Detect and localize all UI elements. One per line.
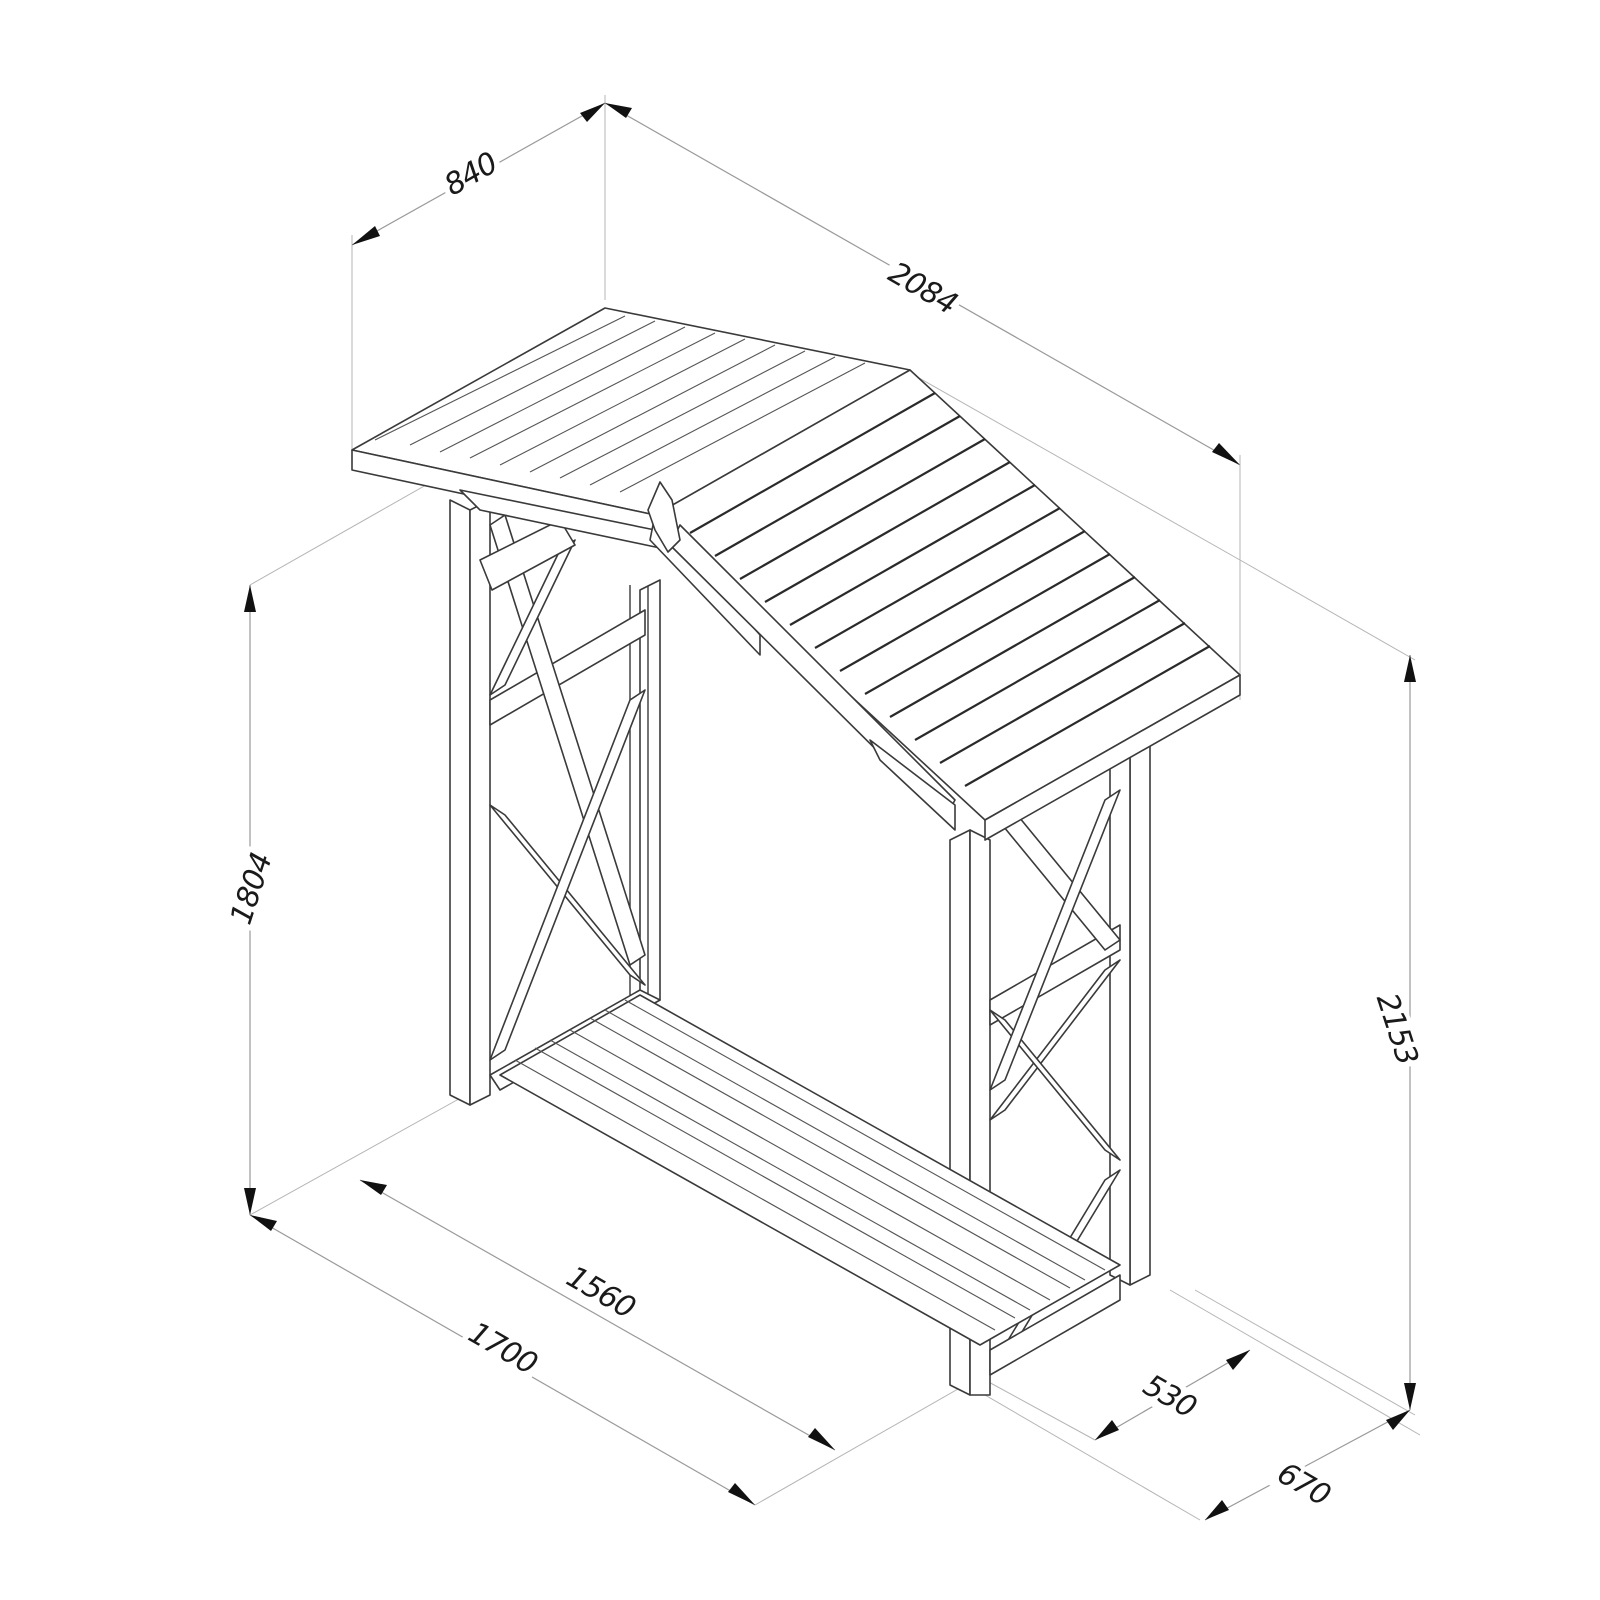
right-roof-panel xyxy=(654,369,1241,841)
dimension-lines xyxy=(244,95,1421,1521)
ridge-finial xyxy=(647,481,681,553)
floor-slats xyxy=(499,994,1121,1346)
left-side-frame xyxy=(449,499,661,1106)
